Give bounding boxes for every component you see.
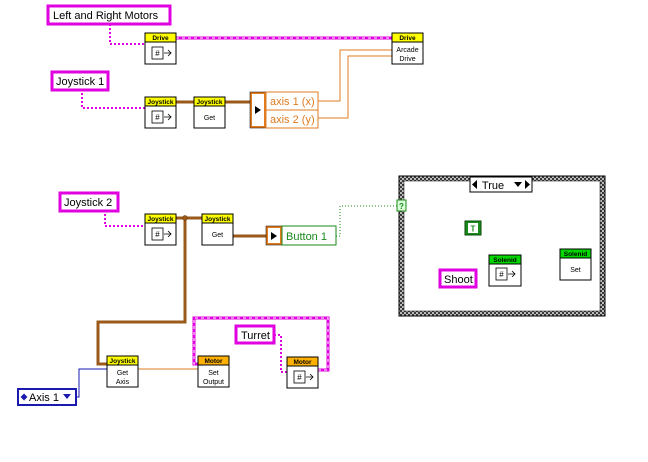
joystick1-get-line1: Get (204, 115, 215, 122)
wire-axis-enum-to-get-axis[interactable] (76, 368, 107, 398)
joystick1-ref-node[interactable]: Joystick # (144, 96, 177, 129)
axis1-element[interactable]: axis 1 (x) (270, 96, 315, 108)
svg-text:#: # (155, 113, 160, 122)
solenoid-set-node[interactable]: Solenid Set (559, 248, 592, 281)
solenoid-set-line1: Set (570, 267, 581, 274)
refnum-icon: # (151, 46, 172, 60)
motor-set-output-line2: Output (203, 379, 224, 386)
axis2-element[interactable]: axis 2 (y) (270, 114, 315, 126)
drive-ref-node[interactable]: Drive # (144, 32, 177, 65)
label-joystick1-text: Joystick 1 (56, 76, 104, 88)
label-joystick2[interactable]: Joystick 2 (58, 191, 120, 213)
unbundle-axes-node[interactable]: axis 1 (x) axis 2 (y) (249, 91, 319, 129)
refnum-icon: # (495, 267, 516, 281)
enum-step-icon[interactable] (20, 393, 28, 401)
joystick1-ref-header: Joystick (147, 99, 173, 106)
joystick2-ref-node[interactable]: Joystick # (144, 213, 177, 246)
button1-element[interactable]: Button 1 (286, 231, 327, 243)
joystick2-ref-header: Joystick (147, 216, 173, 223)
joystick2-get-header: Joystick (204, 216, 230, 223)
unbundle-arrow-icon (271, 232, 277, 240)
case-selector[interactable]: True (469, 176, 533, 193)
motor-ref-node[interactable]: Motor # (286, 356, 319, 389)
case-structure[interactable]: True ? T Shoot Solenid # (396, 175, 606, 317)
get-axis-line2: Axis (116, 379, 130, 386)
chevron-down-icon[interactable] (63, 394, 71, 399)
label-turret[interactable]: Turret (234, 324, 276, 345)
wire-axis2-to-arcade[interactable] (318, 55, 392, 119)
motor-set-output-node[interactable]: Motor Set Output (197, 355, 230, 388)
joystick-get-axis-node[interactable]: Joystick Get Axis (106, 355, 139, 388)
label-left-right-motors[interactable]: Left and Right Motors (46, 4, 172, 26)
svg-text:#: # (155, 230, 160, 239)
boolean-true-constant[interactable]: T (464, 220, 482, 236)
arcade-drive-header: Drive (399, 35, 416, 42)
unbundle-arrow-icon (255, 106, 261, 114)
wire-junction-dot (182, 215, 188, 221)
solenoid-ref-node[interactable]: Solenid # (488, 254, 522, 287)
unbundle-button-node[interactable]: Button 1 (265, 225, 337, 246)
label-shoot[interactable]: Shoot (438, 268, 478, 289)
case-selector-terminal[interactable]: ? (396, 199, 407, 212)
wire-joystick2-to-ref[interactable] (104, 210, 145, 227)
get-axis-header: Joystick (109, 358, 135, 365)
arcade-drive-line1: Arcade (396, 47, 418, 54)
joystick1-get-header: Joystick (196, 99, 222, 106)
label-joystick2-text: Joystick 2 (64, 197, 112, 209)
case-selector-mark: ? (399, 202, 404, 211)
label-shoot-text: Shoot (444, 274, 473, 286)
increment-arrow-icon[interactable] (525, 180, 530, 189)
motor-set-output-header: Motor (204, 358, 223, 365)
arcade-drive-node[interactable]: Drive Arcade Drive (391, 32, 424, 65)
joystick2-get-node[interactable]: Joystick Get (201, 213, 234, 246)
wire-axis1-to-arcade[interactable] (318, 49, 392, 102)
axis-enum-constant[interactable]: Axis 1 (17, 388, 77, 406)
wire-joystick1-to-ref[interactable] (81, 89, 145, 109)
chevron-down-icon[interactable] (514, 182, 522, 187)
refnum-icon: # (293, 370, 314, 384)
refnum-icon: # (151, 110, 172, 124)
svg-text:#: # (499, 270, 504, 279)
svg-text:#: # (155, 49, 160, 58)
wire-turret-to-motor-ref[interactable] (274, 334, 287, 373)
wire-joystick2-branch-to-get-axis[interactable] (96, 218, 187, 366)
motor-set-output-line1: Set (208, 370, 219, 377)
boolean-constant-text: T (471, 225, 476, 234)
label-left-right-motors-text: Left and Right Motors (53, 10, 159, 22)
axis-enum-value: Axis 1 (29, 392, 59, 404)
drive-ref-header: Drive (152, 35, 169, 42)
joystick2-get-line1: Get (212, 232, 223, 239)
refnum-icon: # (151, 227, 172, 241)
solenoid-ref-header: Solenid (493, 257, 517, 264)
wire-motors-to-drive[interactable] (109, 24, 145, 45)
joystick1-get-node[interactable]: Joystick Get (193, 96, 226, 129)
case-selector-value: True (482, 180, 504, 192)
label-joystick1[interactable]: Joystick 1 (50, 70, 110, 92)
motor-ref-header: Motor (293, 359, 312, 366)
svg-text:#: # (297, 373, 302, 382)
solenoid-set-header: Solenid (564, 251, 588, 258)
label-turret-text: Turret (241, 330, 270, 342)
arcade-drive-line2: Drive (399, 56, 415, 63)
decrement-arrow-icon[interactable] (472, 180, 477, 189)
get-axis-line1: Get (117, 370, 128, 377)
wire-button1-to-case-selector[interactable] (336, 205, 397, 237)
